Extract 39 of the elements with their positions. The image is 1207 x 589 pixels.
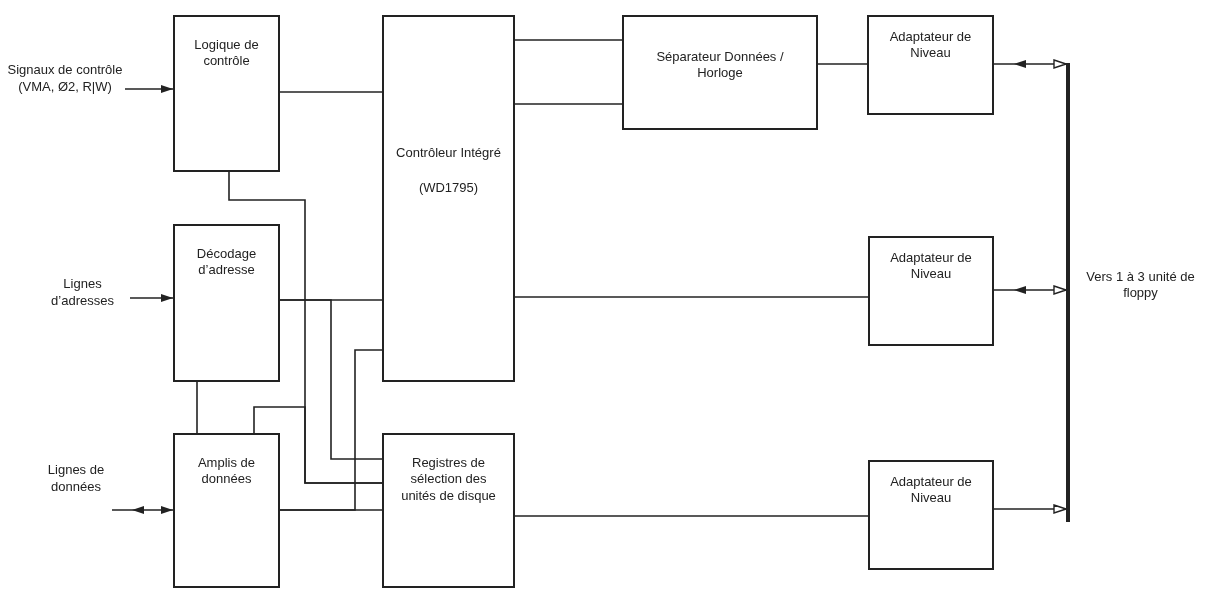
block-box — [173, 433, 280, 588]
block-box — [622, 15, 818, 130]
connector-line — [817, 63, 868, 65]
destination-label: Vers 1 à 3 unité de floppy — [1085, 268, 1196, 303]
signal-label: Lignes de données — [40, 462, 112, 540]
arrow — [111, 506, 174, 514]
bracket-bar — [1066, 63, 1070, 522]
block-label: Adaptateur de Niveau — [889, 250, 973, 283]
block-label: Décodage d’adresse — [195, 246, 258, 279]
connector-line — [514, 296, 869, 298]
signal-label: Signaux de contrôle (VMA, Ø2, R|W) — [5, 62, 125, 118]
connector-line — [196, 381, 198, 434]
arrow — [129, 294, 174, 302]
connector-line — [514, 515, 869, 517]
arrow — [993, 59, 1067, 69]
block-box — [173, 224, 280, 382]
connector-line — [253, 406, 383, 484]
connector-line — [279, 299, 383, 460]
connector-line — [514, 103, 623, 105]
block-label: Registres de sélection des unités de disque — [400, 455, 497, 504]
block-box — [173, 15, 280, 172]
block-label: Logique de contrôle — [193, 37, 260, 70]
block-box — [868, 460, 994, 570]
connector-line — [514, 39, 623, 41]
block-label: Contrôleur Intégré (WD1795) — [395, 144, 502, 198]
block-label: Amplis de données — [196, 455, 257, 488]
block-label: Adaptateur de Niveau — [889, 474, 973, 507]
block-box — [382, 15, 515, 382]
arrow — [993, 285, 1067, 295]
connector-line — [279, 349, 383, 511]
arrow — [124, 85, 174, 93]
block-box — [868, 236, 994, 346]
arrow — [993, 504, 1067, 514]
block-box — [382, 433, 515, 588]
connector-line — [279, 91, 383, 93]
block-box — [867, 15, 994, 115]
block-label: Adaptateur de Niveau — [888, 29, 973, 62]
block-label: Séparateur Données / Horloge — [655, 49, 785, 82]
signal-label: Lignes d’adresses — [35, 276, 130, 316]
